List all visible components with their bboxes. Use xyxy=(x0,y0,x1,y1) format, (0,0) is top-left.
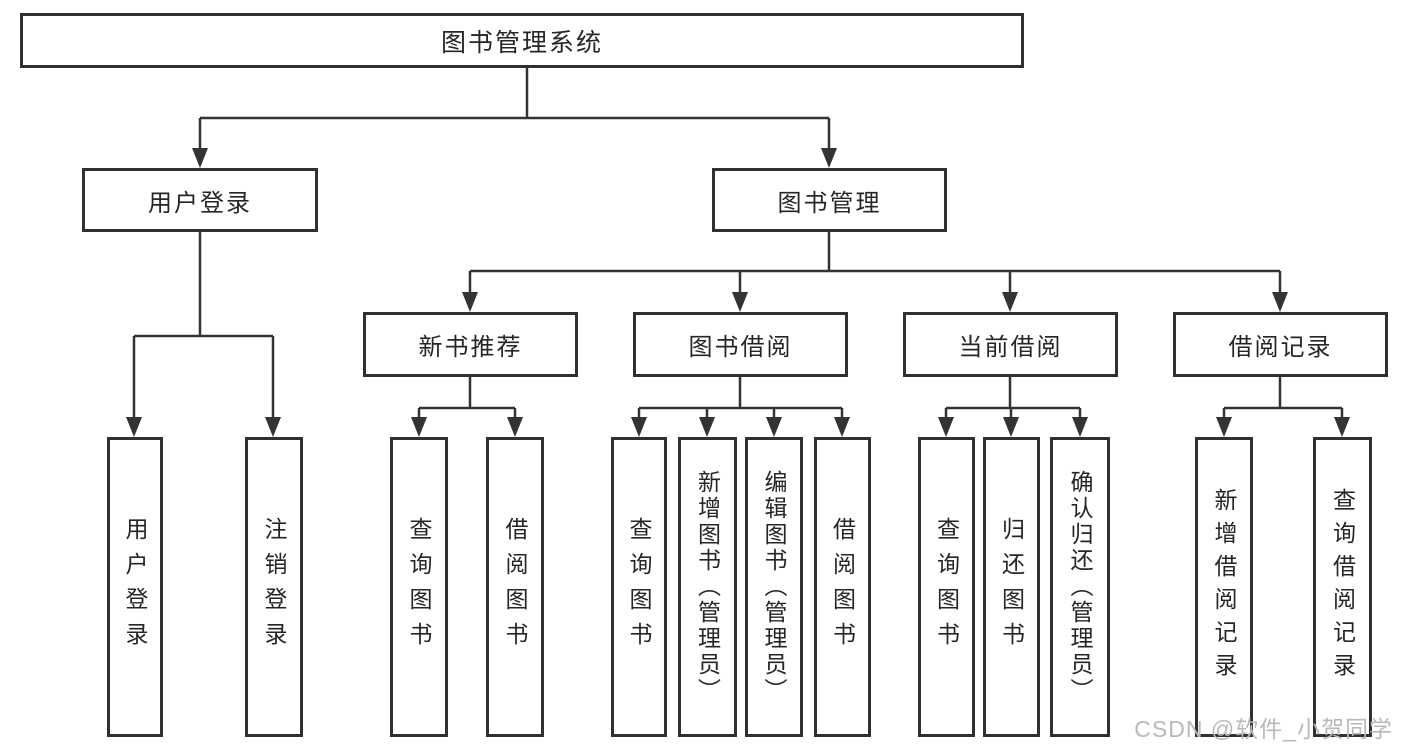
leaf-add-books-admin: 新增图书（管理员） xyxy=(678,437,737,737)
leaf-query-books-recommend: 查询图书 xyxy=(390,437,448,737)
node-book-borrowing: 图书借阅 xyxy=(633,312,848,377)
leaf-query-books-current: 查询图书 xyxy=(918,437,975,737)
node-current-borrowing: 当前借阅 xyxy=(903,312,1118,377)
node-user-login-branch: 用户登录 xyxy=(82,168,318,232)
leaf-user-login: 用户登录 xyxy=(107,437,163,737)
node-new-book-recommendation: 新书推荐 xyxy=(363,312,578,377)
leaf-borrow-books: 借阅图书 xyxy=(814,437,871,737)
leaf-logout: 注销登录 xyxy=(245,437,303,737)
node-book-management-branch: 图书管理 xyxy=(712,168,947,232)
leaf-borrow-books-recommend: 借阅图书 xyxy=(486,437,544,737)
leaf-edit-books-admin: 编辑图书（管理员） xyxy=(745,437,803,737)
leaf-query-books-borrowing: 查询图书 xyxy=(611,437,667,737)
node-borrowing-records: 借阅记录 xyxy=(1173,312,1388,377)
leaf-confirm-return-admin: 确认归还（管理员） xyxy=(1050,437,1110,737)
leaf-return-books: 归还图书 xyxy=(983,437,1040,737)
csdn-watermark: CSDN @软件_小贺同学 xyxy=(1134,716,1393,742)
leaf-query-borrow-record: 查询借阅记录 xyxy=(1313,437,1372,737)
leaf-add-borrow-record: 新增借阅记录 xyxy=(1195,437,1253,737)
node-library-management-system: 图书管理系统 xyxy=(20,13,1024,68)
